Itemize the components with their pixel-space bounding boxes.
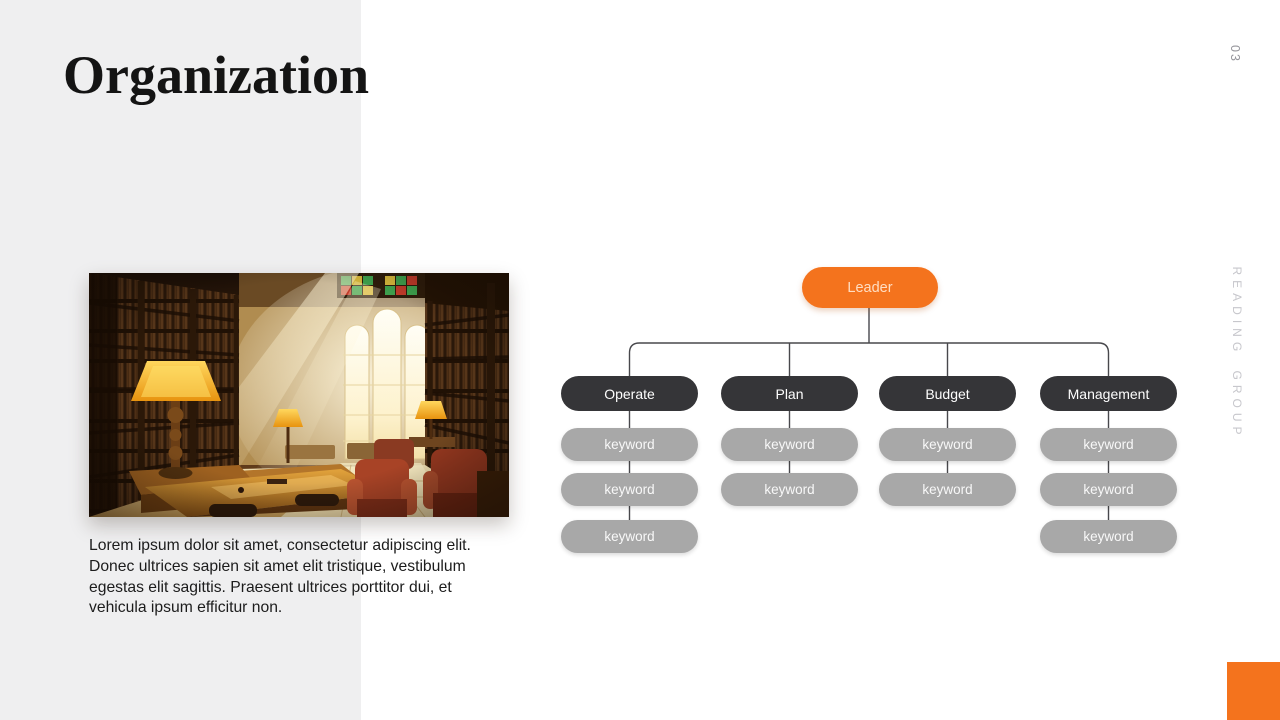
org-node-budget[interactable]: Budget bbox=[879, 376, 1016, 411]
org-node-plan[interactable]: Plan bbox=[721, 376, 858, 411]
org-keyword-pill[interactable]: keyword bbox=[1040, 520, 1177, 553]
org-keyword-pill[interactable]: keyword bbox=[1040, 428, 1177, 461]
library-photo bbox=[89, 273, 509, 517]
org-keyword-pill[interactable]: keyword bbox=[879, 473, 1016, 506]
org-keyword-pill[interactable]: keyword bbox=[879, 428, 1016, 461]
org-keyword-pill[interactable]: keyword bbox=[721, 428, 858, 461]
library-photo-illustration bbox=[89, 273, 509, 517]
org-node-leader[interactable]: Leader bbox=[802, 267, 938, 308]
body-text: Lorem ipsum dolor sit amet, consectetur … bbox=[89, 537, 471, 617]
org-node-operate[interactable]: Operate bbox=[561, 376, 698, 411]
page-title: Organization bbox=[63, 45, 369, 105]
org-keyword-pill[interactable]: keyword bbox=[561, 473, 698, 506]
corner-accent-block bbox=[1227, 662, 1280, 720]
org-keyword-pill[interactable]: keyword bbox=[561, 428, 698, 461]
org-node-management[interactable]: Management bbox=[1040, 376, 1177, 411]
org-keyword-pill[interactable]: keyword bbox=[561, 520, 698, 553]
org-keyword-pill[interactable]: keyword bbox=[1040, 473, 1177, 506]
org-keyword-pill[interactable]: keyword bbox=[721, 473, 858, 506]
